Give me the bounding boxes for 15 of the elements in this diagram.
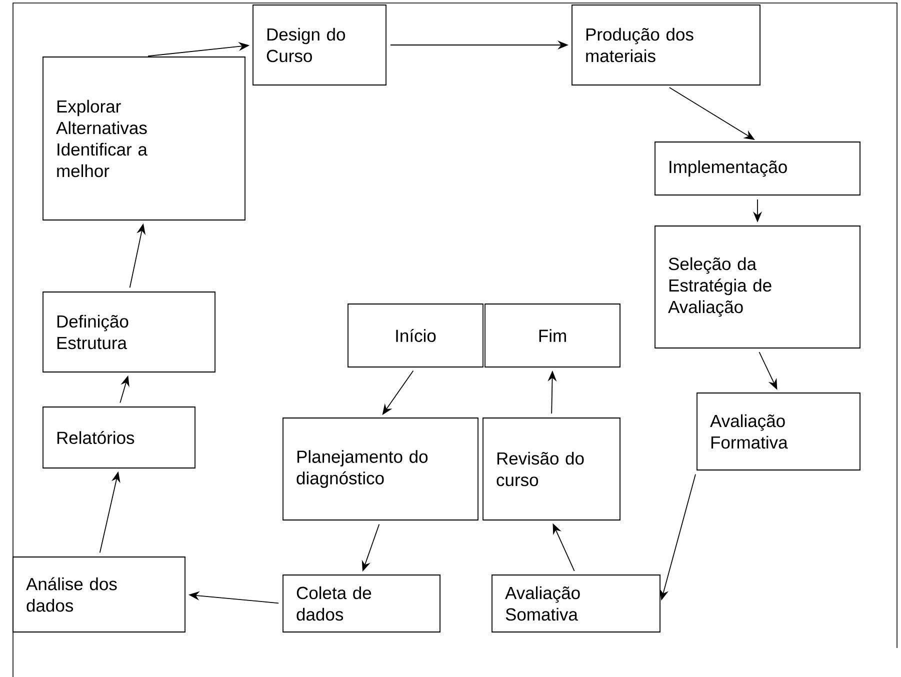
process-box: Implementação (654, 142, 860, 196)
process-box: Revisão do curso (482, 418, 620, 520)
process-box: Avaliação Formativa (696, 392, 860, 470)
process-box: Produção dos materiais (572, 4, 760, 86)
process-box: Definição Estrutura (42, 292, 216, 372)
process-box: Design do Curso (252, 4, 386, 86)
process-box: Análise dos dados (12, 556, 186, 632)
process-box: Início (348, 304, 484, 368)
process-box: Seleção da Estratégia de Avaliação (654, 226, 860, 348)
process-box: Relatórios (42, 406, 196, 468)
process-box: Explorar Alternativas Identificar a melhor (42, 56, 246, 220)
process-box: Fim (484, 304, 620, 368)
process-box: Planejamento do diagnóstico (282, 418, 478, 520)
process-box: Coleta de dados (282, 574, 440, 632)
process-box: Avaliação Somativa (492, 574, 660, 632)
